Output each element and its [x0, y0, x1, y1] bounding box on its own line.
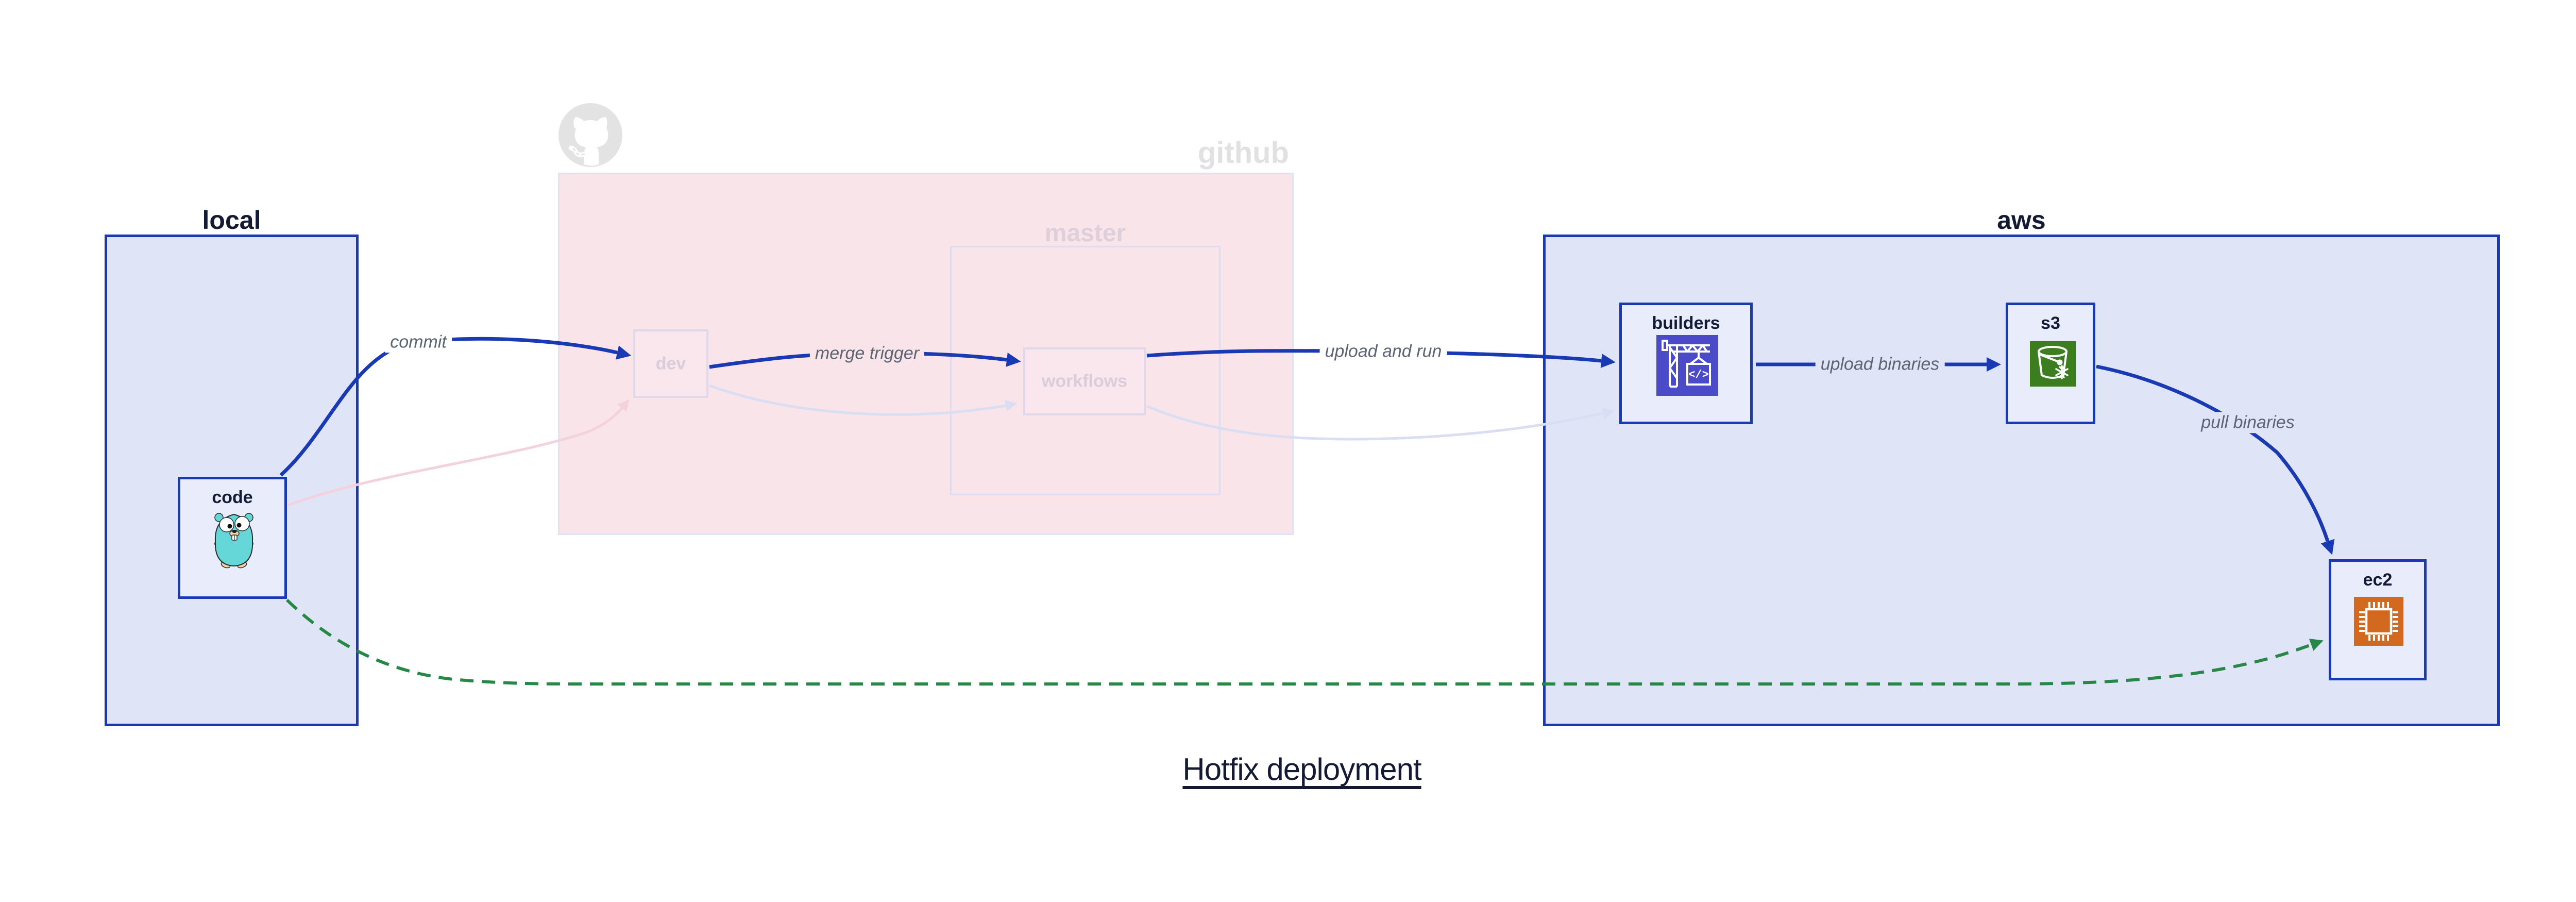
node-builders: builders </>: [1619, 303, 1753, 424]
node-workflows: workflows: [1023, 347, 1146, 415]
node-dev-label: dev: [655, 354, 686, 373]
node-code-label: code: [212, 488, 253, 507]
edge-label-pull-binaries: pull binaries: [2196, 412, 2300, 433]
aws-group-label: aws: [1997, 206, 2046, 235]
codebuild-crane-icon: </>: [1656, 335, 1718, 396]
ec2-chip-icon: [2354, 597, 2403, 646]
node-s3-label: s3: [2041, 313, 2060, 333]
github-group-label: github: [1197, 136, 1289, 170]
edge-pull-binaries-line: [2096, 364, 2335, 555]
github-octocat-icon: [558, 103, 622, 167]
node-s3: s3: [2006, 303, 2095, 424]
edge-label-merge-trigger: merge trigger: [809, 343, 925, 364]
edge-label-upload-and-run: upload and run: [1319, 341, 1447, 362]
node-ec2-label: ec2: [2363, 570, 2393, 590]
node-workflows-label: workflows: [1041, 371, 1128, 391]
s3-bucket-icon: [2030, 341, 2076, 387]
master-group-box: [950, 246, 1221, 495]
node-code: code: [178, 477, 287, 599]
edge-faded-commit-line: [287, 399, 630, 507]
master-group-label: master: [1044, 220, 1126, 247]
edge-hotfix-dashed-line: [285, 598, 2324, 686]
edge-faded-merge-line: [709, 384, 1018, 416]
svg-text:</>: </>: [1688, 369, 1709, 381]
node-builders-label: builders: [1652, 313, 1720, 333]
gopher-icon: [214, 513, 253, 569]
edge-faded-run-line: [1146, 405, 1615, 441]
node-ec2: ec2: [2329, 559, 2427, 680]
edge-label-commit: commit: [385, 331, 452, 353]
edge-label-upload-binaries: upload binaries: [1815, 354, 1945, 375]
local-group-label: local: [202, 206, 261, 235]
diagram-title: Hotfix deployment: [1182, 752, 1421, 787]
node-dev: dev: [633, 329, 708, 398]
edge-commit-line: [279, 337, 632, 477]
